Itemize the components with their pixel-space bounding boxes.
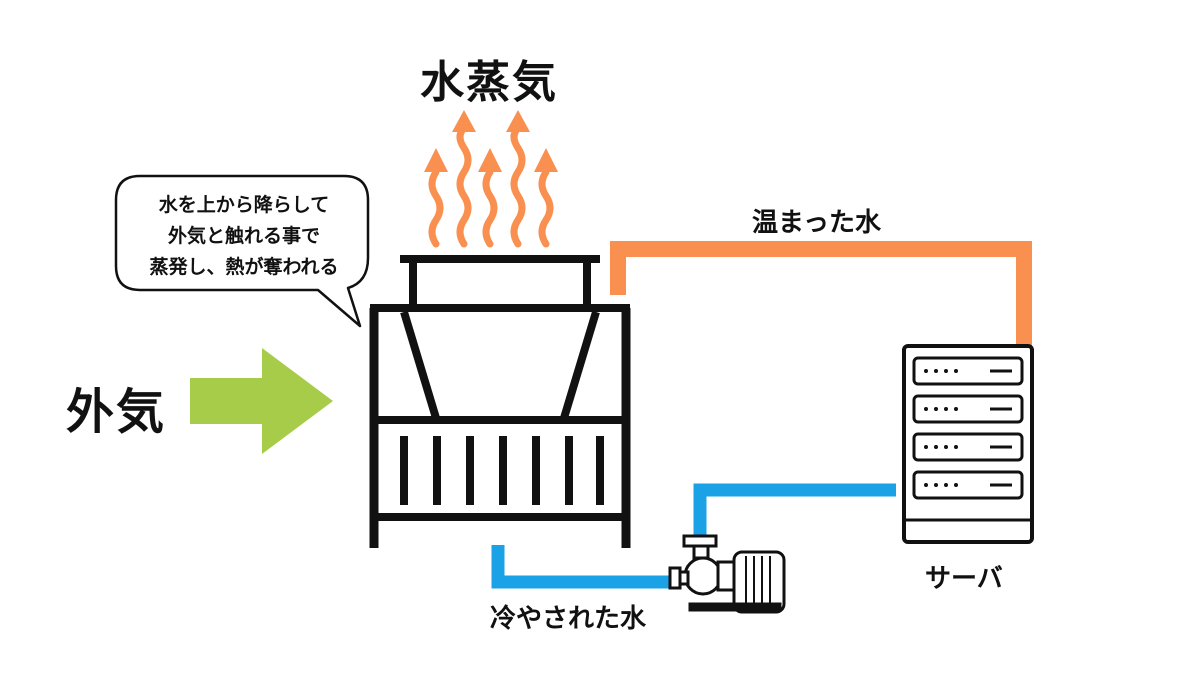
- pump: [668, 534, 786, 614]
- warm-water-pipe: [610, 241, 1032, 346]
- callout-line: 蒸発し、熱が奪われる: [149, 256, 339, 278]
- outside-air-arrow: [190, 348, 333, 454]
- steam-label: 水蒸気: [420, 57, 558, 108]
- server-unit-3: [912, 432, 1024, 462]
- server-unit-1: [912, 356, 1024, 386]
- pump-outlet-neck: [692, 544, 710, 560]
- server-indicator-dots: [924, 369, 958, 487]
- pump-coupling: [716, 560, 736, 592]
- steam-arrow-1-head: [424, 148, 448, 172]
- tower-funnel-left: [400, 310, 440, 420]
- server-label: サーバ: [925, 564, 1003, 594]
- steam-arrow-1: [428, 168, 444, 248]
- pump-base: [688, 602, 782, 612]
- server-unit-4: [912, 470, 1024, 500]
- pump-motor-fins: [745, 556, 771, 608]
- steam-arrow-5: [538, 168, 554, 248]
- callout-line: 外気と触れる事で: [167, 225, 320, 247]
- pump-inlet-pipe: [678, 570, 690, 586]
- callout-bubble: [114, 174, 370, 328]
- callout-line: 水を上から降らして: [158, 194, 330, 216]
- steam-arrow-3-head: [478, 148, 502, 172]
- return-water-pipe: [693, 483, 896, 540]
- steam-arrow-4: [510, 124, 526, 248]
- steam-arrow-4-head: [506, 110, 530, 132]
- steam-arrow-2: [456, 124, 472, 248]
- cooled-water-label: 冷やされた水: [490, 604, 647, 634]
- cooling-tower: [369, 255, 631, 548]
- cooled-water-pipe: [491, 545, 678, 589]
- outside-air-label: 外気: [66, 384, 167, 440]
- server-rack: [902, 344, 1034, 544]
- callout-text: 水を上から降らして 外気と触れる事で 蒸発し、熱が奪われる: [118, 190, 370, 283]
- tower-funnel-right: [560, 310, 600, 420]
- tower-louvers: [400, 436, 604, 505]
- steam-arrow-3: [482, 168, 498, 248]
- steam-arrows: [424, 110, 558, 248]
- steam-arrow-5-head: [534, 148, 558, 172]
- steam-arrow-2-head: [452, 110, 476, 132]
- pump-volute: [683, 556, 723, 596]
- server-drive-bars: [990, 369, 1012, 487]
- warm-water-label: 温まった水: [752, 208, 881, 238]
- server-unit-2: [912, 394, 1024, 424]
